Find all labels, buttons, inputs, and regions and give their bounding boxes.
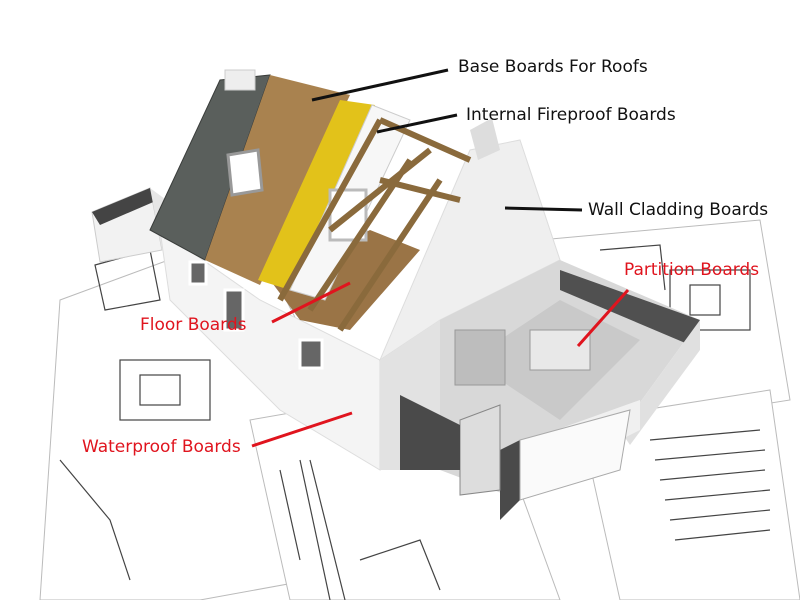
- label-floor-boards: Floor Boards: [140, 315, 247, 335]
- label-internal-fireproof-boards: Internal Fireproof Boards: [466, 105, 676, 125]
- door: [223, 288, 245, 332]
- house-walls: [159, 118, 561, 471]
- label-partition-boards: Partition Boards: [624, 260, 760, 280]
- window: [298, 338, 324, 370]
- roof-timber-frame: [277, 117, 472, 332]
- roof-layers: [149, 69, 411, 301]
- label-wall-cladding-boards: Wall Cladding Boards: [588, 200, 769, 220]
- label-base-boards-for-roofs: Base Boards For Roofs: [458, 57, 648, 77]
- pointer-lines: [251, 68, 630, 448]
- interior-rooms: [400, 260, 700, 520]
- label-waterproof-boards: Waterproof Boards: [82, 437, 241, 457]
- blueprint-sheets: [39, 219, 800, 600]
